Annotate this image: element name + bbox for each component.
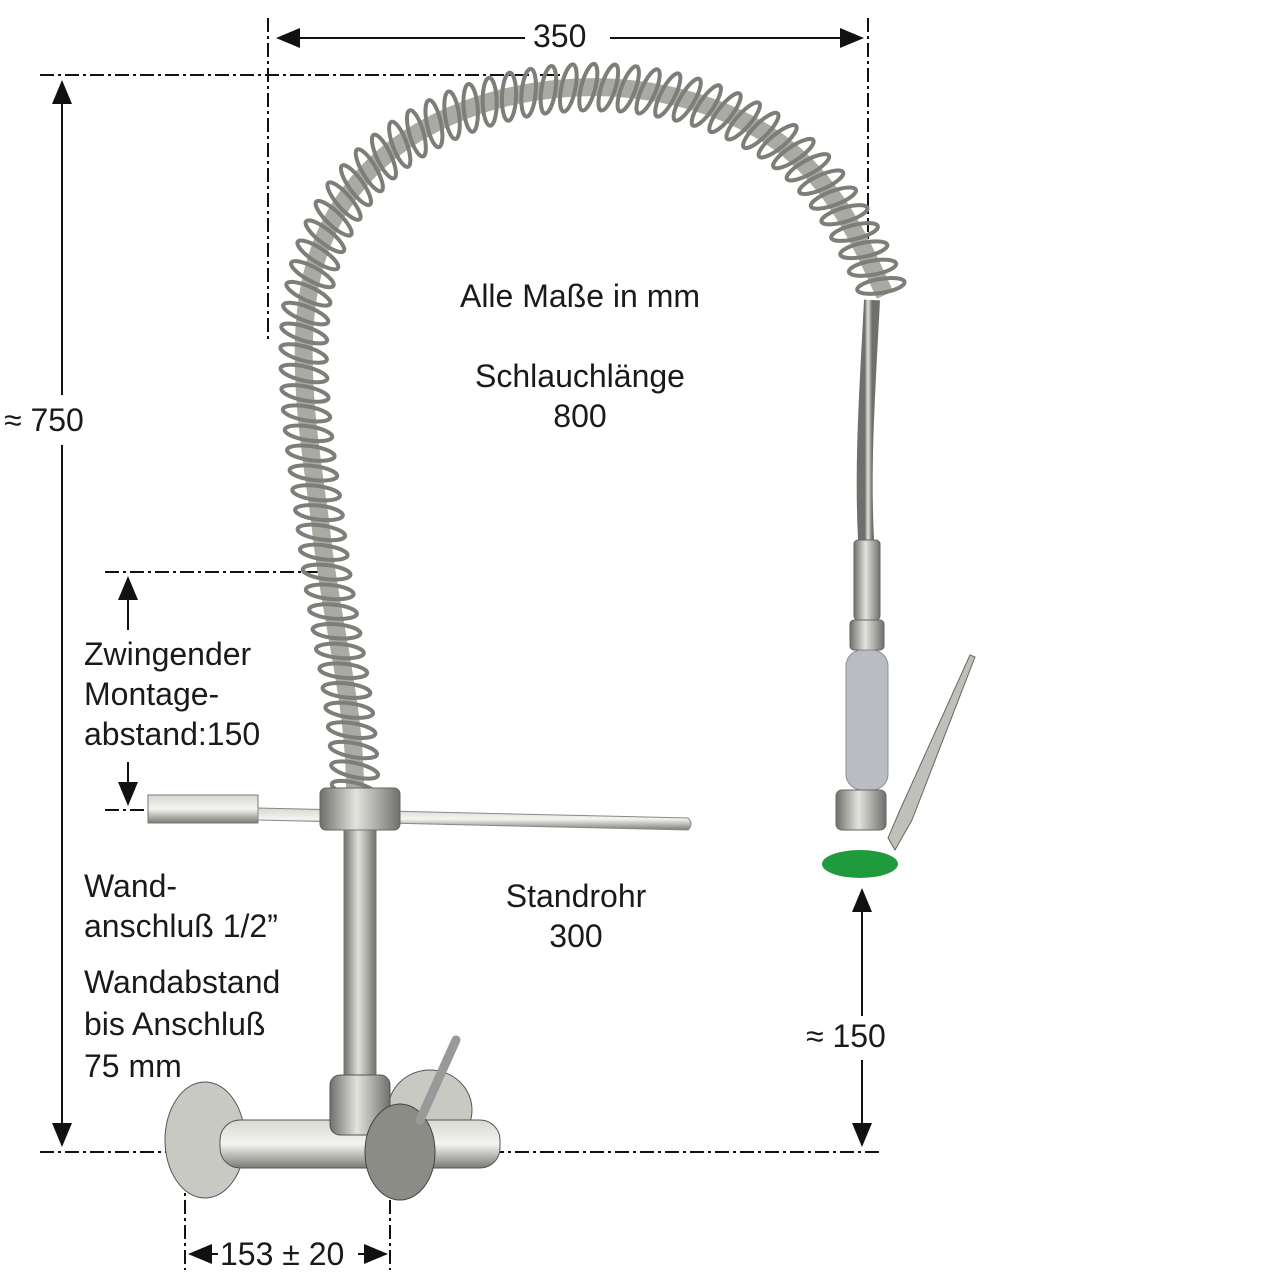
spring-coil: [338, 163, 374, 208]
spring-coil: [596, 62, 621, 113]
width-dimension: 350: [525, 16, 595, 56]
spring-coil: [480, 75, 499, 128]
spring-coil: [327, 739, 380, 761]
spring-coil: [808, 185, 859, 211]
spring-coil: [297, 542, 350, 562]
spring-coil: [499, 70, 519, 123]
spring-coil: [317, 661, 370, 681]
spring-coil: [282, 423, 335, 444]
mounting-note-line: Zwingender: [84, 636, 252, 672]
spring-coil: [557, 62, 579, 114]
spring-coil: [615, 64, 641, 114]
spring-coil: [281, 300, 331, 327]
spring-coil: [323, 700, 376, 720]
riser-value: 300: [549, 918, 603, 954]
spring-coil: [325, 720, 378, 740]
spring-coil: [838, 239, 890, 261]
mixer-lever: [415, 1035, 461, 1125]
hose: [856, 299, 880, 541]
spring-coil: [442, 89, 462, 141]
wall-distance-note: bis Anschluß: [84, 1006, 266, 1042]
spring-coil: [519, 66, 538, 119]
spring-coil: [295, 522, 348, 543]
hose-length-label: Schlauchlänge: [475, 358, 685, 394]
spring-coil: [353, 147, 385, 194]
spring-coil: [689, 83, 723, 128]
spring-coil: [653, 71, 683, 119]
spring-coil: [313, 641, 366, 661]
spring-coil: [300, 562, 353, 582]
spring-coil: [278, 342, 329, 365]
height-dimension: ≈ 750: [0, 400, 88, 440]
mixer-body: [164, 1035, 501, 1201]
spray-head: [822, 539, 976, 878]
spring-coil: [756, 123, 799, 160]
grip: [845, 649, 889, 791]
spring-coils: [278, 61, 907, 802]
spring-coil: [303, 582, 356, 602]
riser-pipe: [343, 829, 377, 1081]
spring-coil: [423, 98, 445, 150]
mounting-note-line: Montage-: [84, 676, 220, 712]
spring-coil: [307, 602, 359, 621]
spring-coil: [290, 483, 342, 503]
spring-coil: [387, 119, 413, 169]
spray-height-dimension: ≈ 150: [798, 1016, 894, 1056]
spring-coil: [846, 257, 899, 278]
spring-coil: [819, 203, 870, 227]
spring-coil: [325, 180, 363, 222]
spring-coil: [741, 110, 781, 151]
nozzle: [822, 850, 898, 878]
spring-coil: [405, 108, 428, 159]
spring-coil: [284, 279, 333, 308]
spring-coil: [671, 76, 703, 123]
spring-coil: [289, 259, 336, 290]
spring-coil: [829, 221, 880, 243]
spring-coil: [313, 198, 354, 238]
spring-coil: [461, 81, 480, 134]
spring-coil: [329, 759, 381, 781]
dimension-lines: [40, 18, 880, 1270]
spring-coil: [295, 238, 341, 272]
spring-coil: [707, 91, 743, 135]
wall-distance-note: 75 mm: [84, 1048, 182, 1084]
spring-coil: [293, 503, 345, 523]
connection-spacing-dimension: 153 ± 20: [220, 1236, 345, 1272]
spring-coil: [278, 362, 330, 385]
spring-coil: [634, 67, 662, 116]
wall-connection-note: Wand-: [84, 868, 178, 904]
hose-length-value: 800: [553, 398, 607, 434]
spring-coil: [771, 136, 816, 171]
spring-coil: [784, 152, 832, 183]
mounting-note-line: abstand:150: [84, 716, 261, 752]
spring-coil: [287, 463, 340, 483]
spring-coil: [369, 132, 398, 181]
spring-coil: [538, 64, 559, 116]
spring-coil: [577, 61, 600, 113]
units-note: Alle Maße in mm: [459, 278, 701, 314]
spring-coil: [279, 383, 331, 404]
spring-coil: [310, 622, 363, 641]
spring-coil: [320, 681, 373, 700]
spring-coil: [797, 168, 846, 197]
riser-label: Standrohr: [505, 878, 647, 914]
wall-connection-note: anschluß 1/2”: [84, 908, 278, 944]
trigger-lever: [887, 654, 976, 852]
spring-coil: [285, 443, 337, 463]
spring-coil: [303, 218, 347, 255]
spring-coil: [855, 275, 907, 296]
spring-coil: [280, 403, 333, 424]
wall-distance-note: Wandabstand: [84, 964, 281, 1000]
bracket: [147, 787, 692, 831]
spring-coil: [279, 321, 330, 346]
spring-coil: [724, 100, 762, 142]
